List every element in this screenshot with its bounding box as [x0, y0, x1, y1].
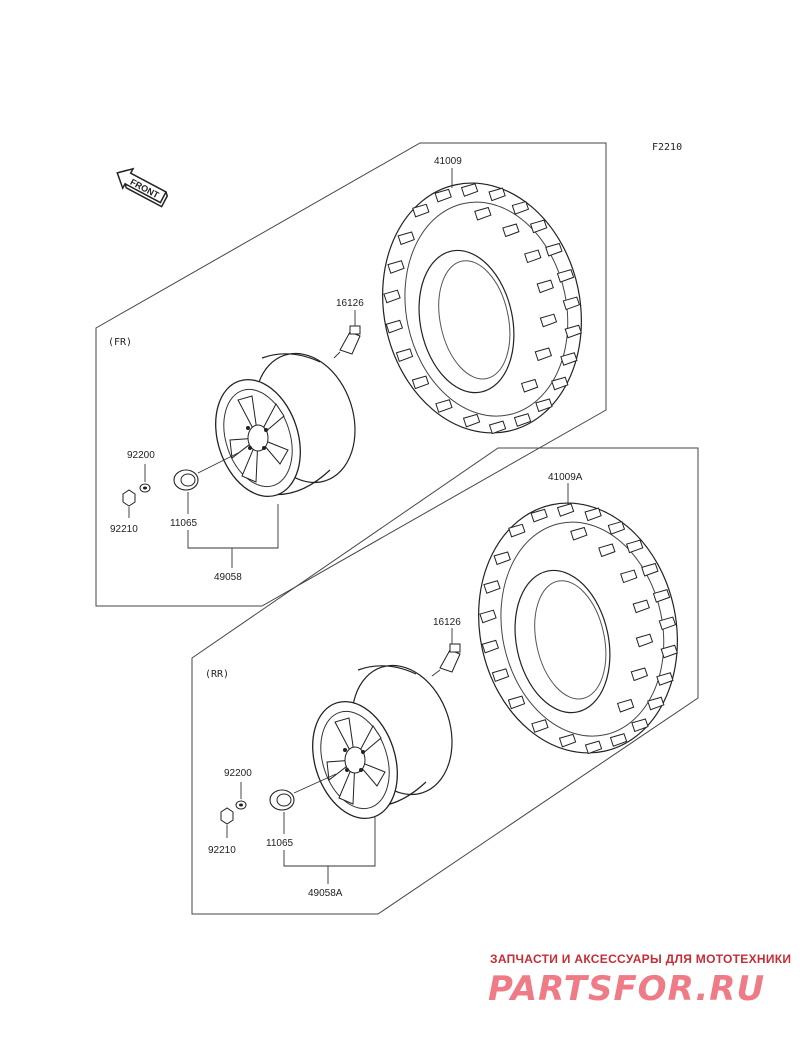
- front-section-label: (FR): [108, 337, 132, 348]
- rear-tire-label: 41009A: [548, 472, 583, 483]
- rear-tire: [478, 502, 679, 755]
- rear-nut-label: 92210: [208, 845, 236, 856]
- rear-valve: [431, 643, 461, 677]
- watermark-logo: PARTSFOR.RU: [488, 969, 765, 1009]
- front-tire: [382, 182, 583, 435]
- front-section-frame: [95, 142, 607, 607]
- rear-section: (RR): [191, 447, 699, 915]
- rear-section-frame: [191, 447, 699, 915]
- front-tire-label: 41009: [434, 156, 462, 167]
- front-valve-label: 16126: [336, 298, 364, 309]
- front-nut-label: 92210: [110, 524, 138, 535]
- front-valve: [333, 325, 361, 359]
- front-section: (FR): [95, 142, 607, 607]
- rear-hub-cap: [269, 773, 337, 811]
- rear-wheel: [312, 664, 453, 820]
- watermark-tagline: ЗАПЧАСТИ И АКСЕССУАРЫ ДЛЯ МОТОТЕХНИКИ: [490, 952, 791, 966]
- rear-nut: [220, 807, 234, 825]
- rear-section-label: (RR): [205, 669, 229, 680]
- rear-wheel-label: 49058A: [308, 888, 343, 899]
- rear-washer: [235, 800, 247, 810]
- rear-washer-label: 92200: [224, 768, 252, 779]
- diagram-code: F2210: [652, 142, 682, 153]
- front-nut: [122, 489, 136, 507]
- front-wheel-label: 49058: [214, 572, 242, 583]
- front-hub-cap-label: 11065: [170, 518, 198, 529]
- front-washer: [139, 483, 151, 493]
- front-arrow-icon: FRONT: [116, 167, 169, 208]
- front-hub-cap: [173, 451, 241, 491]
- rear-hub-cap-label: 11065: [266, 838, 294, 849]
- watermark: ЗАПЧАСТИ И АКСЕССУАРЫ ДЛЯ МОТОТЕХНИКИ PA…: [488, 952, 791, 1009]
- front-washer-label: 92200: [127, 450, 155, 461]
- front-wheel: [215, 352, 356, 498]
- rear-valve-label: 16126: [433, 617, 461, 628]
